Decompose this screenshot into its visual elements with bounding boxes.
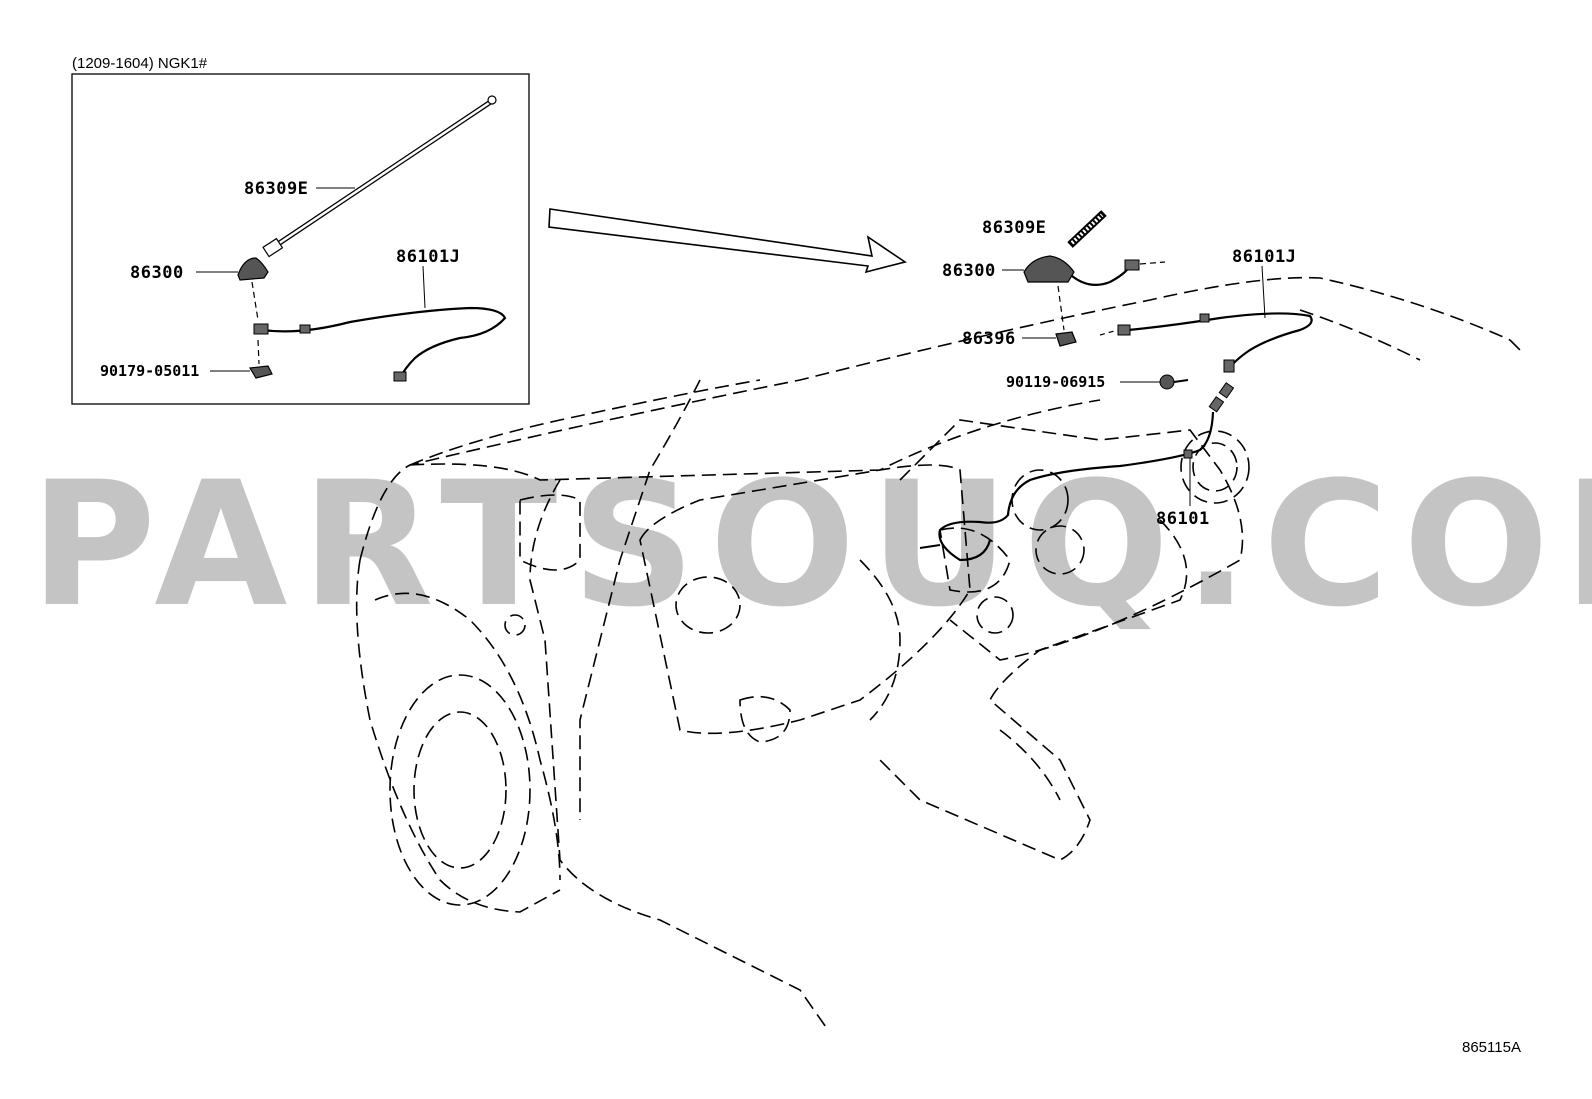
inset-cord-leader [422,265,426,309]
main-label-90119-06915: 90119-06915 [1006,373,1105,391]
main-label-86396: 86396 [962,329,1016,349]
main-gasket[interactable] [1055,331,1077,347]
inset-frame [71,73,530,405]
main-bolt[interactable] [1159,374,1189,390]
inset-label-90179-05011: 90179-05011 [100,362,199,380]
vehicle-body-outline [355,276,1521,1031]
main-label-86101: 86101 [1156,509,1210,529]
main-sub-cord[interactable] [919,411,1215,562]
inset-nut-dash [257,339,260,365]
inset-assembly-line [251,281,259,321]
inset-antenna-base[interactable] [237,257,269,281]
pointer-arrow [548,208,907,274]
main-label-86309E: 86309E [982,218,1046,238]
main-antenna-cord[interactable] [1099,312,1313,373]
main-antenna-base[interactable] [1023,255,1166,287]
watermark: PARTSOUQ.COM [30,444,1592,645]
figure-code: 865115A [1462,1039,1521,1056]
inset-antenna-cord[interactable] [253,306,507,382]
inset-label-86309E: 86309E [244,179,308,199]
inset-label-86300: 86300 [130,263,184,283]
inset-condition-label: (1209-1604) NGK1# [72,55,208,72]
main-antenna-rod[interactable] [1067,210,1107,248]
inset-label-86101J: 86101J [396,247,460,267]
main-gasket-dash [1057,285,1065,331]
inset-nut[interactable] [249,365,273,379]
main-cord-leader [1261,265,1266,319]
main-cord-connector[interactable] [1208,382,1235,413]
main-label-86101J: 86101J [1232,247,1296,267]
main-label-86300: 86300 [942,261,996,281]
inset-antenna-rod[interactable] [262,95,497,258]
